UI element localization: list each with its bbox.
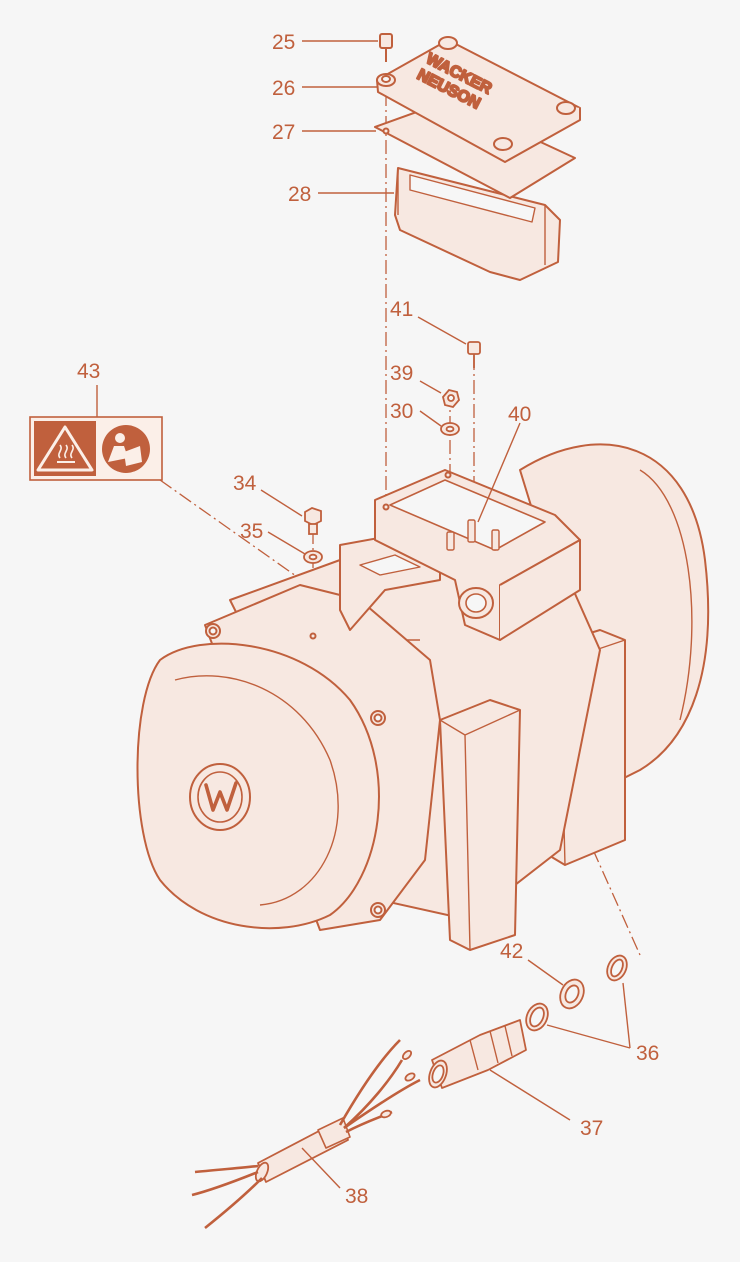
callout-labels: 25 26 27 28 41 39 30 40 43 34 35 42 36 3… <box>77 31 659 1208</box>
callout-41: 41 <box>390 298 413 321</box>
vibrator-housing <box>136 443 710 951</box>
small-hardware <box>303 341 481 564</box>
read-manual-icon <box>102 425 150 473</box>
warning-label-43 <box>29 416 163 481</box>
cable-gland-assembly <box>191 954 628 1230</box>
callout-35: 35 <box>240 520 263 543</box>
callout-42: 42 <box>500 940 523 963</box>
callout-37: 37 <box>580 1117 603 1140</box>
callout-27: 27 <box>272 121 295 144</box>
callout-36: 36 <box>636 1042 659 1065</box>
callout-34: 34 <box>233 472 257 495</box>
callout-30: 30 <box>390 400 413 423</box>
callout-25: 25 <box>272 31 295 54</box>
callout-43: 43 <box>77 360 100 383</box>
leader-lines <box>96 40 631 1189</box>
callout-40: 40 <box>508 403 531 426</box>
callout-26: 26 <box>272 77 295 100</box>
callout-28: 28 <box>288 183 311 206</box>
callout-39: 39 <box>390 362 413 385</box>
callout-38: 38 <box>345 1185 368 1208</box>
terminal-cover-assembly: WACKER NEUSON <box>374 33 581 281</box>
hot-surface-warning-icon <box>36 425 94 472</box>
